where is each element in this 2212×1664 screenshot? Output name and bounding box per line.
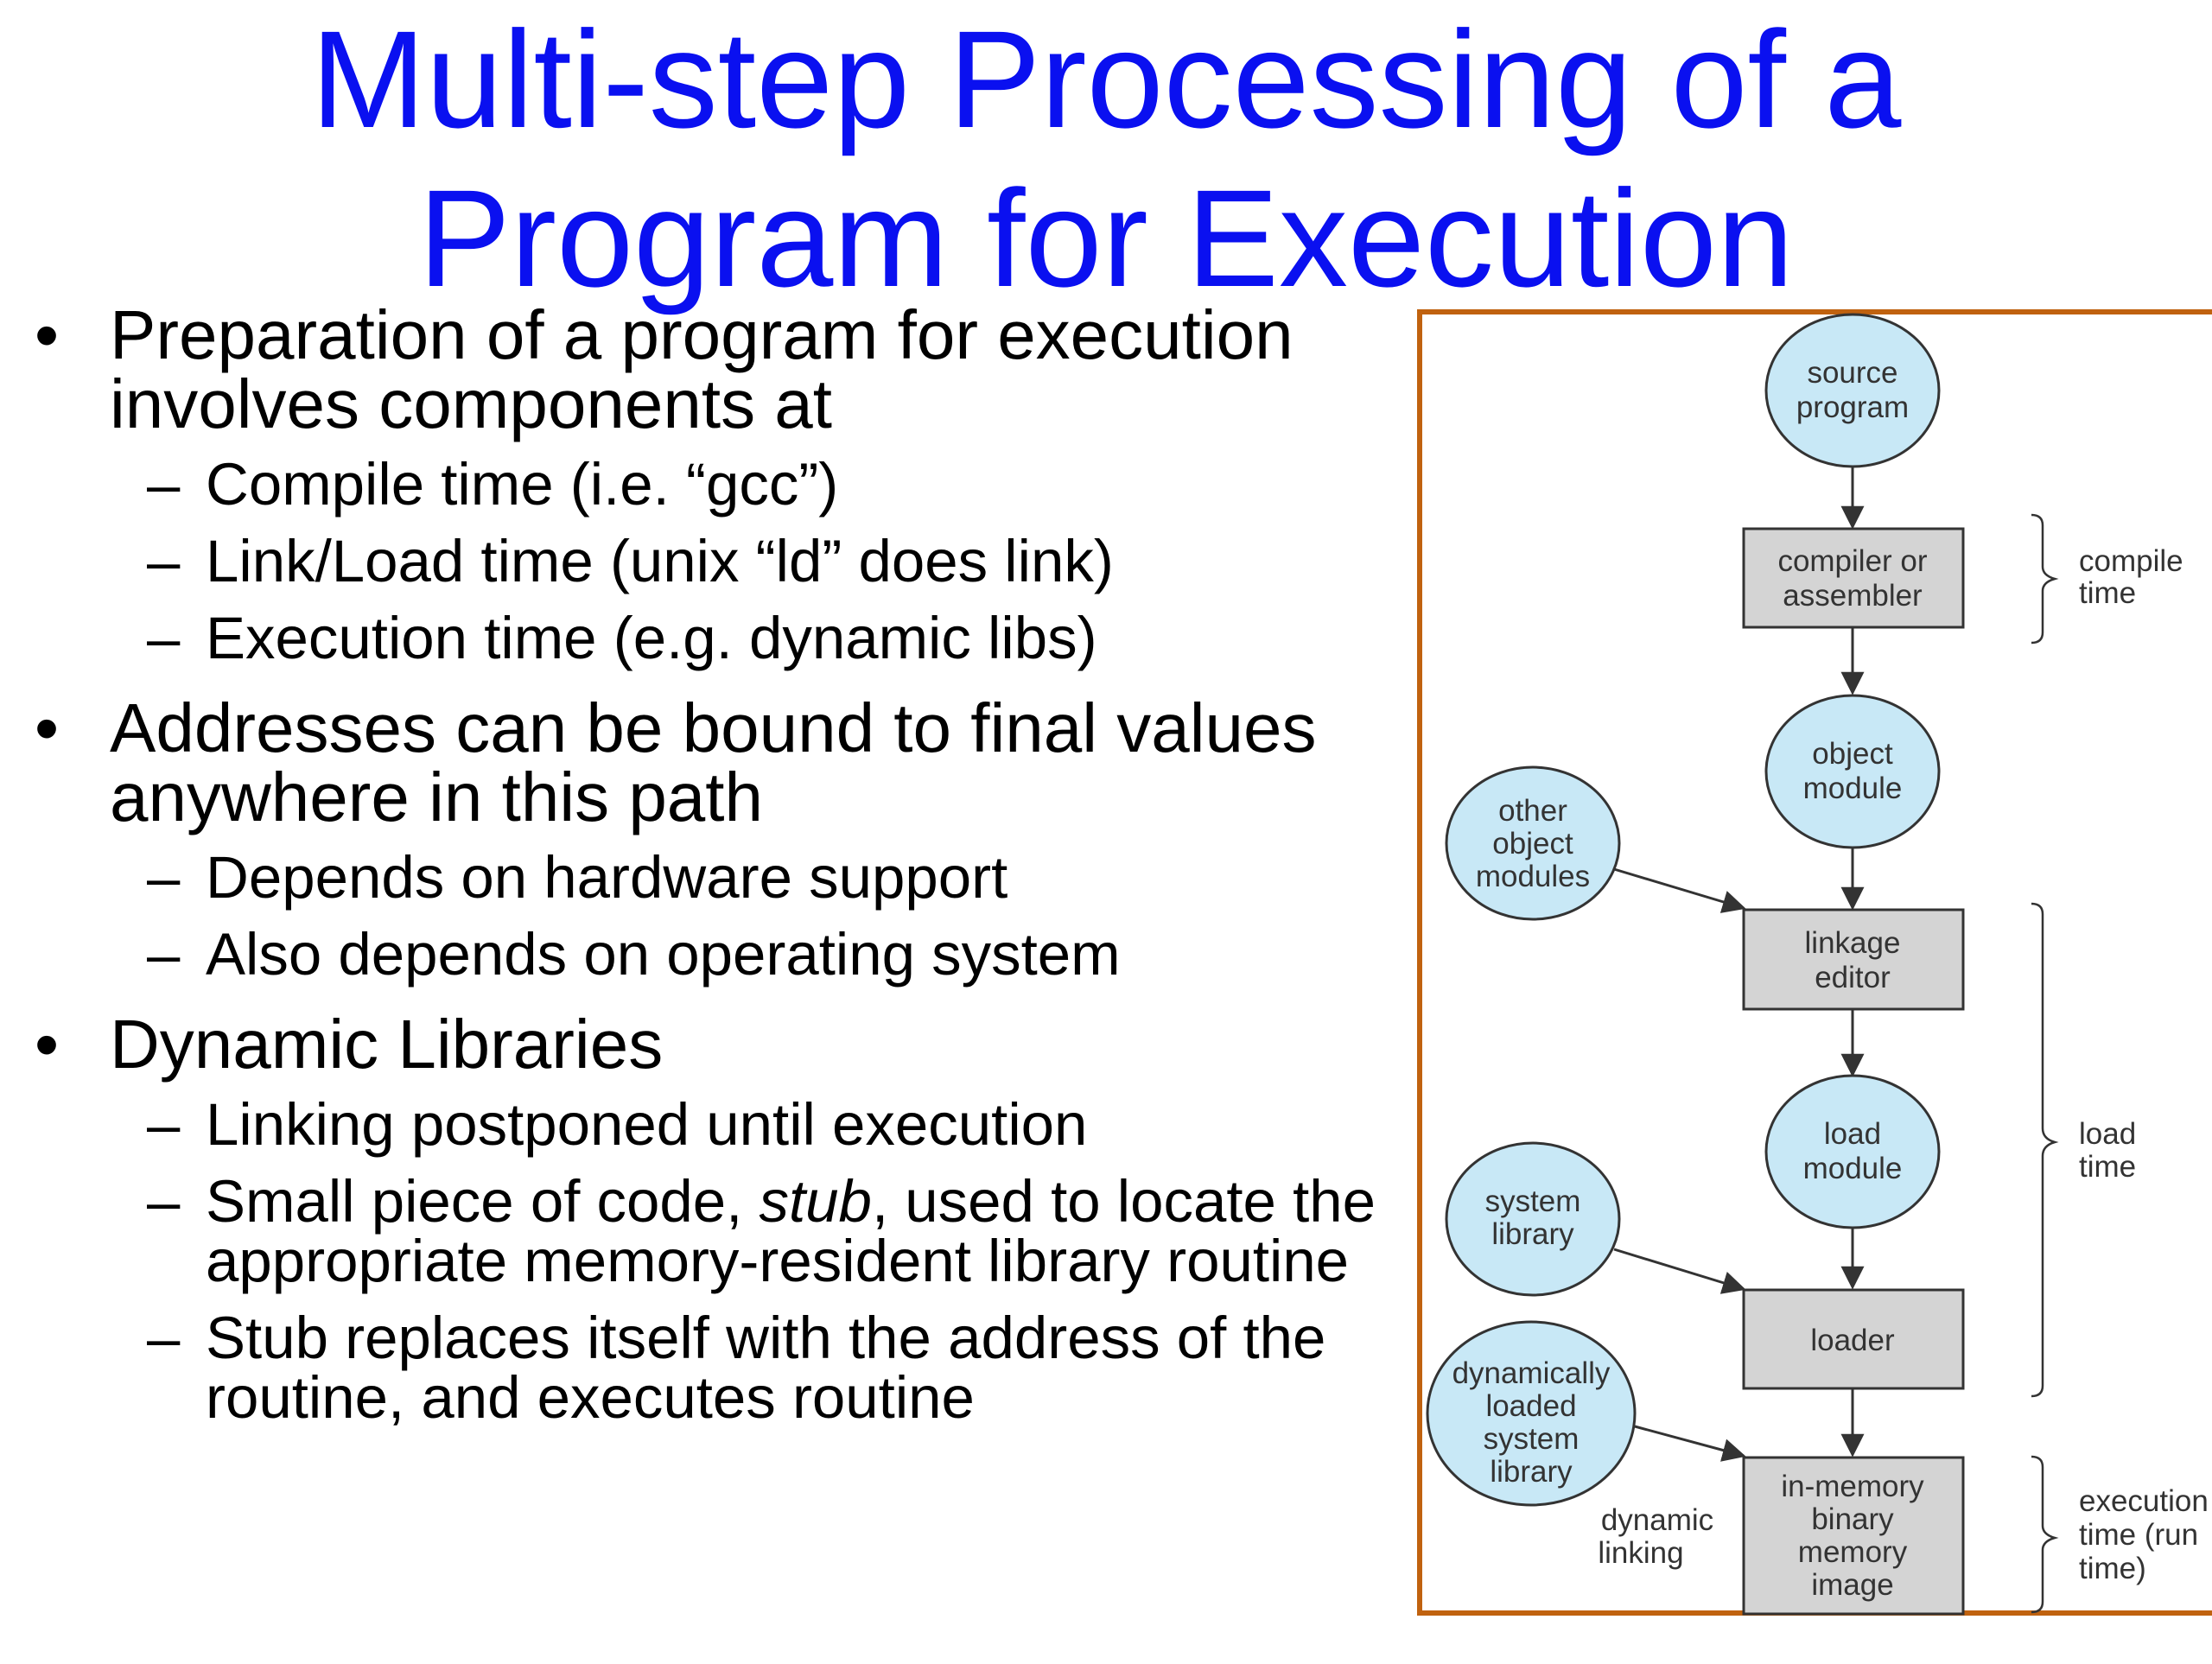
phase-label: compile: [2079, 544, 2183, 578]
bullet-dynamic-libraries: • Dynamic Libraries: [0, 1010, 1417, 1079]
bullet-dot: •: [35, 1006, 60, 1083]
phase-load-time: load time: [2079, 1117, 2136, 1184]
sub-bullet-text-emphasis: stub: [759, 1168, 872, 1235]
sub-bullet-text-pre: Small piece of code,: [206, 1168, 760, 1235]
dynamic-linking-line: linking: [1598, 1536, 1683, 1570]
node-label: loader: [1810, 1324, 1895, 1357]
bullet-dot: •: [35, 689, 60, 766]
processing-diagram-frame: source program compiler or assembler obj…: [1417, 309, 2212, 1616]
sub-bullet-text: Stub replaces itself with the address of…: [206, 1305, 1326, 1431]
dynamic-linking-line: dynamic: [1601, 1503, 1713, 1537]
bullet-text: Dynamic Libraries: [110, 1006, 664, 1083]
sub-bullet-dash: –: [147, 1168, 181, 1235]
phase-label: load: [2079, 1117, 2136, 1151]
phase-label: time (run: [2079, 1518, 2198, 1552]
node-compiler: compiler or assembler: [1742, 527, 1965, 629]
node-label: module: [1803, 1152, 1903, 1185]
node-linkage-editor: linkage editor: [1742, 908, 1965, 1011]
node-label: library: [1491, 1217, 1574, 1251]
brace-execution-time: [2031, 1455, 2059, 1614]
node-label: dynamically: [1452, 1356, 1611, 1390]
node-loader: loader: [1742, 1288, 1965, 1390]
node-object-module: object module: [1764, 694, 1941, 849]
sub-bullet-text: Also depends on operating system: [206, 921, 1121, 988]
phase-label: time: [2079, 576, 2136, 610]
sub-bullet-dash: –: [147, 605, 181, 671]
sub-bullet-dash: –: [147, 844, 181, 911]
sub-bullet-link-load-time: – Link/Load time (unix “ld” does link): [0, 531, 1417, 591]
node-system-library: system library: [1445, 1141, 1621, 1297]
sub-bullet-dash: –: [147, 451, 181, 518]
node-label: system: [1485, 1184, 1581, 1218]
phase-label: time: [2079, 1150, 2136, 1184]
node-label: module: [1803, 772, 1903, 805]
bullet-dot: •: [35, 296, 60, 373]
sub-bullet-stub: – Small piece of code, stub, used to loc…: [0, 1172, 1417, 1291]
node-dynamically-loaded-library: dynamically loaded system library: [1426, 1320, 1637, 1507]
sub-bullet-dash: –: [147, 1305, 181, 1371]
sub-bullet-text: Compile time (i.e. “gcc”): [206, 451, 839, 518]
node-label: library: [1490, 1455, 1573, 1489]
node-label: object: [1812, 737, 1893, 771]
sub-bullet-text: Depends on hardware support: [206, 844, 1008, 911]
node-label: in-memory: [1781, 1470, 1924, 1503]
node-source-program: source program: [1764, 313, 1941, 468]
sub-bullet-dash: –: [147, 528, 181, 594]
sub-bullet-text-post: , used to locate the appropriate memory-…: [206, 1168, 1376, 1294]
node-label: source: [1807, 356, 1897, 390]
brace-load-time: [2031, 902, 2059, 1398]
node-label: object: [1492, 827, 1573, 861]
sub-bullet-text: Linking postponed until execution: [206, 1091, 1088, 1158]
node-label: assembler: [1783, 579, 1923, 613]
node-label: modules: [1476, 860, 1590, 893]
sub-bullet-operating-system: – Also depends on operating system: [0, 924, 1417, 984]
node-label: linkage: [1805, 926, 1901, 960]
node-label: compiler or: [1777, 544, 1927, 578]
bullet-preparation: • Preparation of a program for execution…: [0, 301, 1417, 439]
node-label: system: [1484, 1422, 1580, 1456]
arrow-other-to-linkage: [1613, 867, 1746, 913]
bullet-list: • Preparation of a program for execution…: [0, 294, 1417, 1428]
node-load-module: load module: [1764, 1074, 1941, 1229]
sub-bullet-hardware: – Depends on hardware support: [0, 848, 1417, 907]
arrow-dynlib-to-memory: [1634, 1425, 1746, 1462]
arrow-syslib-to-loader: [1613, 1248, 1746, 1294]
node-label: memory: [1798, 1535, 1908, 1569]
node-label: loaded: [1485, 1389, 1576, 1423]
node-other-object-modules: other object modules: [1445, 765, 1621, 921]
title-line-1: Multi-step Processing of a: [310, 2, 1902, 156]
phase-execution-time: execution time (run time): [2079, 1484, 2209, 1585]
bullet-addresses: • Addresses can be bound to final values…: [0, 694, 1417, 832]
node-label: binary: [1811, 1502, 1894, 1536]
node-label: editor: [1815, 961, 1891, 994]
sub-bullet-text: Link/Load time (unix “ld” does link): [206, 528, 1114, 594]
bullet-text: Preparation of a program for execution i…: [110, 296, 1294, 442]
node-label: other: [1498, 794, 1567, 828]
sub-bullet-dash: –: [147, 1091, 181, 1158]
phase-label: time): [2079, 1552, 2146, 1585]
title-line-2: Program for Execution: [418, 161, 1794, 315]
node-label: load: [1824, 1117, 1881, 1151]
sub-bullet-dash: –: [147, 921, 181, 988]
node-label: image: [1811, 1568, 1893, 1602]
node-label: program: [1796, 391, 1909, 424]
sub-bullet-compile-time: – Compile time (i.e. “gcc”): [0, 454, 1417, 514]
phase-compile-time: compile time: [2079, 544, 2183, 610]
sub-bullet-text: Execution time (e.g. dynamic libs): [206, 605, 1097, 671]
bullet-text: Addresses can be bound to final values a…: [110, 689, 1317, 835]
phase-label: execution: [2079, 1484, 2209, 1518]
sub-bullet-stub-replaces: – Stub replaces itself with the address …: [0, 1308, 1417, 1427]
sub-bullet-execution-time: – Execution time (e.g. dynamic libs): [0, 608, 1417, 668]
brace-compile-time: [2031, 513, 2059, 645]
dynamic-linking-label: dynamic linking: [1598, 1503, 1713, 1570]
slide-title: Multi-step Processing of a Program for E…: [0, 0, 2212, 318]
sub-bullet-linking-postponed: – Linking postponed until execution: [0, 1095, 1417, 1154]
processing-diagram: source program compiler or assembler obj…: [1426, 313, 2209, 1616]
node-in-memory-image: in-memory binary memory image: [1742, 1456, 1965, 1616]
